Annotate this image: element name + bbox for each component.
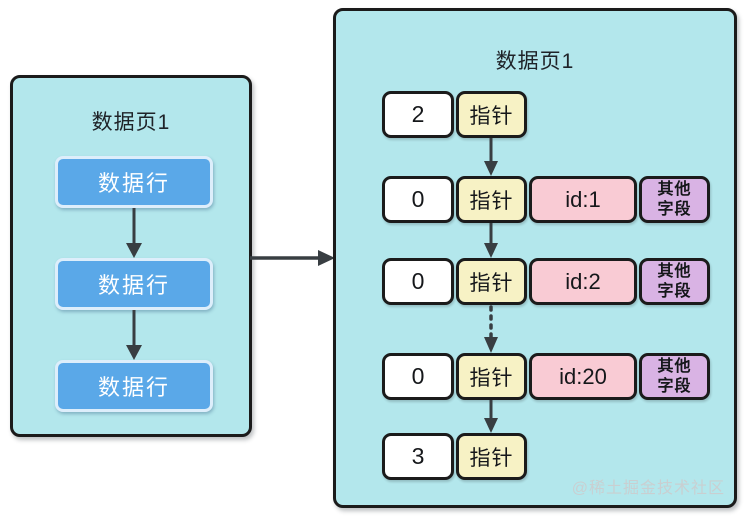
- record-row-3: 0 指针 id:20 其他 字段: [382, 353, 710, 400]
- footer-record-row: 3 指针: [382, 433, 527, 480]
- watermark: @稀土掘金技术社区: [571, 480, 725, 497]
- data-page-panel-right: 数据页1 2 指针 0 指针 id:1 其他 字段 0 指针: [333, 8, 737, 508]
- other-fields-line: 其他: [657, 181, 692, 199]
- left-page-title: 数据页1: [91, 111, 171, 134]
- arrow-down-icon: [484, 400, 498, 433]
- other-fields-line: 字段: [657, 282, 692, 300]
- record-value-cell: 0: [382, 258, 454, 305]
- dotted-arrow-down-icon: [484, 305, 498, 353]
- data-page-panel-left: 数据页1 数据行 数据行 数据行: [10, 75, 252, 437]
- arrow-down-icon: [126, 310, 142, 360]
- arrow-down-icon: [126, 208, 142, 258]
- pointer-cell: 指针: [456, 353, 527, 400]
- pointer-cell: 指针: [456, 258, 527, 305]
- header-record-row: 2 指针: [382, 91, 527, 138]
- other-fields-line: 字段: [657, 200, 692, 218]
- data-row-box-2: 数据行: [55, 258, 213, 310]
- other-fields-cell: 其他 字段: [639, 258, 710, 305]
- record-value-cell: 0: [382, 353, 454, 400]
- data-row-label: 数据行: [97, 273, 170, 298]
- other-fields-line: 其他: [657, 358, 692, 376]
- right-page-title: 数据页1: [495, 50, 575, 73]
- record-id-cell: id:20: [529, 353, 637, 400]
- other-fields-cell: 其他 字段: [639, 176, 710, 223]
- pointer-cell: 指针: [456, 176, 527, 223]
- other-fields-cell: 其他 字段: [639, 353, 710, 400]
- pointer-cell: 指针: [456, 91, 527, 138]
- record-id-cell: id:2: [529, 258, 637, 305]
- record-row-1: 0 指针 id:1 其他 字段: [382, 176, 710, 223]
- record-value-cell: 3: [382, 433, 454, 480]
- other-fields-line: 其他: [657, 263, 692, 281]
- data-row-box-3: 数据行: [55, 360, 213, 412]
- data-row-label: 数据行: [97, 171, 170, 196]
- page-link-arrow-icon: [250, 250, 335, 266]
- record-row-2: 0 指针 id:2 其他 字段: [382, 258, 710, 305]
- record-value-cell: 0: [382, 176, 454, 223]
- pointer-cell: 指针: [456, 433, 527, 480]
- data-row-label: 数据行: [97, 375, 170, 400]
- record-id-cell: id:1: [529, 176, 637, 223]
- arrow-down-icon: [484, 223, 498, 258]
- arrow-down-icon: [484, 138, 498, 176]
- data-row-box-1: 数据行: [55, 156, 213, 208]
- other-fields-line: 字段: [657, 377, 692, 395]
- record-value-cell: 2: [382, 91, 454, 138]
